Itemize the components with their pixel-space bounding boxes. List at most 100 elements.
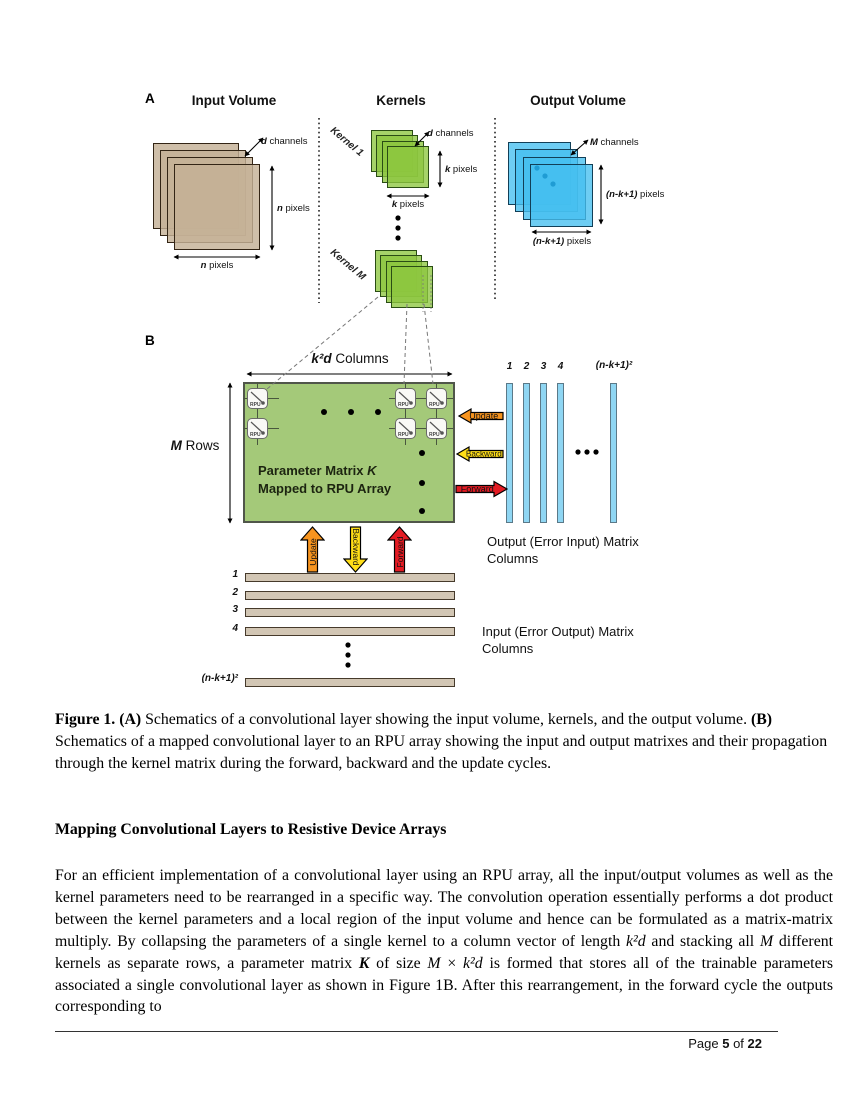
output-matrix-caption: Output (Error Input) Matrix Columns bbox=[487, 533, 639, 567]
panel-b-label: B bbox=[145, 333, 155, 348]
forward-arrow-label: Forward bbox=[460, 484, 494, 494]
backward-arrow-left: Backward bbox=[456, 445, 504, 463]
rpu-cell: RPU bbox=[247, 418, 268, 439]
rpu-cell: RPU bbox=[395, 388, 416, 409]
matrix-title-line1: Parameter Matrix K bbox=[258, 463, 377, 478]
output-matrix-caption-line1: Output (Error Input) Matrix bbox=[487, 534, 639, 549]
figure-1: RPU RPU RPU RPU RPU RPU A Input Volume K… bbox=[140, 85, 725, 707]
output-nk1-pixels-vertical-label: (n-k+1) pixels bbox=[606, 189, 665, 200]
panel-separator-dotted-lines bbox=[318, 118, 496, 303]
rpu-cell: RPU bbox=[426, 388, 447, 409]
output-column-number-2: 2 bbox=[523, 361, 530, 372]
forward-arrow-up: Forward bbox=[387, 526, 412, 573]
input-volume-stack bbox=[153, 143, 260, 250]
input-matrix-row-4 bbox=[245, 627, 455, 636]
input-matrix-row-3 bbox=[245, 608, 455, 617]
rpu-cell-label: RPU bbox=[250, 432, 261, 438]
input-matrix-row-last bbox=[245, 678, 455, 687]
footer-rule bbox=[55, 1031, 778, 1032]
output-m-channels-label: M channels bbox=[590, 137, 639, 148]
m-rows-header: M Rows bbox=[170, 438, 220, 453]
input-row-number-2: 2 bbox=[232, 587, 238, 598]
rpu-device-symbol bbox=[398, 391, 413, 405]
ellipsis-dots bbox=[321, 215, 599, 668]
rpu-cell-label: RPU bbox=[398, 402, 409, 408]
rpu-cell: RPU bbox=[426, 418, 447, 439]
rpu-cell-label: RPU bbox=[429, 432, 440, 438]
dimension-arrows bbox=[173, 131, 604, 524]
output-matrix-column-1 bbox=[506, 383, 513, 523]
kernel-k-pixels-horizontal-label: k pixels bbox=[391, 199, 425, 210]
update-arrow-label: Update bbox=[307, 538, 318, 567]
down-block-arrow-icon bbox=[343, 526, 368, 573]
kernel-to-matrix-dashed-lines bbox=[266, 275, 434, 390]
input-n-pixels-horizontal-label: n pixels bbox=[200, 260, 234, 271]
output-column-number-4: 4 bbox=[557, 361, 564, 372]
input-row-number-3: 3 bbox=[232, 604, 238, 615]
backward-arrow-label: Backward bbox=[350, 528, 361, 566]
left-block-arrow-icon bbox=[456, 445, 504, 463]
backward-arrow-label: Backward bbox=[465, 449, 502, 459]
rpu-cell-label: RPU bbox=[429, 402, 440, 408]
rpu-device-symbol bbox=[429, 421, 444, 435]
output-volume-title: Output Volume bbox=[530, 93, 626, 108]
rpu-cell-label: RPU bbox=[398, 432, 409, 438]
kernels-title: Kernels bbox=[376, 93, 426, 108]
input-matrix-caption: Input (Error Output) Matrix Columns bbox=[482, 623, 634, 657]
kernel-1-stack bbox=[371, 130, 429, 188]
output-matrix-column-2 bbox=[523, 383, 530, 523]
body-paragraph: For an efficient implementation of a con… bbox=[55, 867, 833, 1016]
output-volume-stack bbox=[508, 142, 593, 227]
panel-a-label: A bbox=[145, 91, 155, 106]
output-matrix-caption-line2: Columns bbox=[487, 551, 539, 566]
rpu-cell: RPU bbox=[395, 418, 416, 439]
input-d-channels-label: d channels bbox=[261, 136, 308, 147]
up-block-arrow-icon bbox=[387, 526, 412, 573]
rpu-cell-label: RPU bbox=[250, 402, 261, 408]
input-matrix-caption-line1: Input (Error Output) Matrix bbox=[482, 624, 634, 639]
volume-slice bbox=[174, 164, 260, 250]
kernel-m-stack bbox=[375, 250, 433, 308]
output-volume-diagonal-dots bbox=[534, 165, 556, 187]
rpu-device-symbol bbox=[250, 391, 265, 405]
input-matrix-caption-line2: Columns bbox=[482, 641, 534, 656]
output-matrix-column-3 bbox=[540, 383, 547, 523]
rpu-cell: RPU bbox=[247, 388, 268, 409]
update-arrow-up: Update bbox=[300, 526, 325, 573]
page-number: Page 5 of 22 bbox=[688, 1036, 762, 1051]
rpu-device-symbol bbox=[398, 421, 413, 435]
kernel-slice bbox=[387, 146, 429, 188]
input-matrix-row-2 bbox=[245, 591, 455, 600]
output-column-number-1: 1 bbox=[506, 361, 513, 372]
rpu-device-symbol bbox=[250, 421, 265, 435]
input-row-number-4: 4 bbox=[232, 623, 238, 634]
crossbar-wires bbox=[243, 382, 453, 445]
volume-slice bbox=[530, 164, 593, 227]
input-row-number-last: (n-k+1)² bbox=[201, 673, 238, 684]
matrix-title-line2: Mapped to RPU Array bbox=[258, 481, 392, 496]
right-block-arrow-icon bbox=[455, 480, 508, 498]
rpu-device-symbol bbox=[429, 391, 444, 405]
update-arrow-label: Update bbox=[469, 411, 499, 421]
kernel-d-channels-label: d channels bbox=[427, 128, 474, 139]
k2d-columns-header: k²d Columns bbox=[311, 351, 389, 366]
forward-arrow-label: Forward bbox=[394, 536, 405, 568]
figure-caption: Figure 1. (A) Schematics of a convolutio… bbox=[55, 711, 828, 772]
update-arrow-left: Update bbox=[458, 407, 504, 425]
input-volume-title: Input Volume bbox=[191, 93, 277, 108]
input-matrix-row-1 bbox=[245, 573, 455, 582]
up-block-arrow-icon bbox=[300, 526, 325, 573]
output-column-number-3: 3 bbox=[540, 361, 547, 372]
section-heading: Mapping Convolutional Layers to Resistiv… bbox=[55, 821, 447, 838]
left-block-arrow-icon bbox=[458, 407, 504, 425]
kernel-slice bbox=[391, 266, 433, 308]
output-matrix-column-last bbox=[610, 383, 617, 523]
input-n-pixels-vertical-label: n pixels bbox=[277, 203, 310, 214]
output-nk1-pixels-horizontal-label: (n-k+1) pixels bbox=[532, 236, 592, 247]
output-matrix-column-4 bbox=[557, 383, 564, 523]
kernel-k-pixels-vertical-label: k pixels bbox=[445, 164, 478, 175]
forward-arrow-right: Forward bbox=[455, 479, 508, 499]
backward-arrow-down: Backward bbox=[343, 526, 368, 573]
output-column-number-last: (n-k+1)² bbox=[595, 360, 633, 371]
